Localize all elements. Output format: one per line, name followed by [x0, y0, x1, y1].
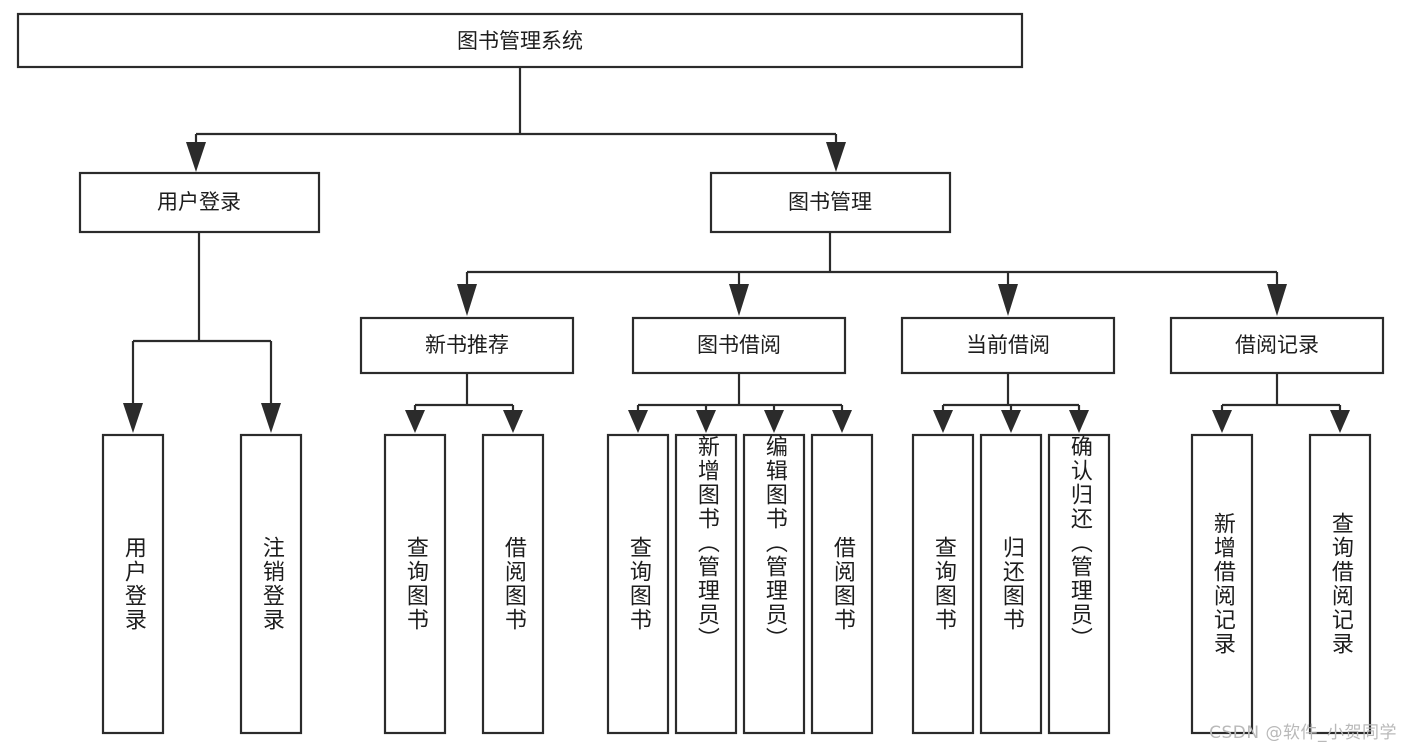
- arrow-head-icon: [1001, 410, 1021, 433]
- arrow-head-icon: [696, 410, 716, 433]
- arrow-head-icon: [628, 410, 648, 433]
- node-book-manage[interactable]: 图书管理: [709, 171, 952, 234]
- connector-book-borrow-to-leaves: [628, 373, 852, 433]
- arrow-head-icon: [405, 410, 425, 433]
- leaf-box-query-book-2[interactable]: [606, 433, 670, 735]
- arrow-head-icon: [1212, 410, 1232, 433]
- csdn-watermark: CSDN @软件_小贺同学: [1209, 723, 1397, 743]
- arrow-head-icon: [729, 284, 749, 316]
- leaf-box-return-book[interactable]: [979, 433, 1043, 735]
- root-box: [16, 12, 1024, 69]
- leaf-box-confirm-return[interactable]: [1047, 433, 1111, 735]
- arrow-head-icon: [933, 410, 953, 433]
- leaf-box-borrow-book-1[interactable]: [481, 433, 545, 735]
- arrow-head-icon: [826, 142, 846, 172]
- arrow-head-icon: [457, 284, 477, 316]
- arrow-head-icon: [1069, 410, 1089, 433]
- node-book-borrow[interactable]: 图书借阅: [631, 316, 847, 375]
- arrow-head-icon: [1267, 284, 1287, 316]
- connector-root-to-level2: [186, 67, 846, 172]
- connector-new-book-recommend-to-leaves: [405, 373, 523, 433]
- book-borrow-label: 图书借阅: [697, 333, 781, 357]
- new-book-recommend-box: [359, 316, 575, 375]
- node-borrow-record[interactable]: 借阅记录: [1169, 316, 1385, 375]
- arrow-head-icon: [261, 403, 281, 433]
- leaf-box-query-book-1[interactable]: [383, 433, 447, 735]
- connector-user-login-to-leaves: [123, 232, 281, 433]
- node-user-login[interactable]: 用户登录: [78, 171, 321, 234]
- current-borrow-label: 当前借阅: [966, 333, 1050, 357]
- leaf-box-edit-book[interactable]: [742, 433, 806, 735]
- book-manage-label: 图书管理: [788, 190, 872, 214]
- leaf-box-query-record[interactable]: [1308, 433, 1372, 735]
- connector-borrow-record-to-leaves: [1212, 373, 1350, 433]
- node-current-borrow[interactable]: 当前借阅: [900, 316, 1116, 375]
- node-root[interactable]: 图书管理系统: [16, 12, 1024, 69]
- leaf-box-user-logout[interactable]: [239, 433, 303, 735]
- borrow-record-label: 借阅记录: [1235, 333, 1319, 357]
- leaf-box-add-book[interactable]: [674, 433, 738, 735]
- node-new-book-recommend[interactable]: 新书推荐: [359, 316, 575, 375]
- arrow-head-icon: [503, 410, 523, 433]
- leaf-box-borrow-book-2[interactable]: [810, 433, 874, 735]
- arrow-head-icon: [186, 142, 206, 172]
- leaf-box-add-record[interactable]: [1190, 433, 1254, 735]
- root-label: 图书管理系统: [457, 29, 583, 53]
- arrow-head-icon: [764, 410, 784, 433]
- connector-current-borrow-to-leaves: [933, 373, 1089, 433]
- arrow-head-icon: [1330, 410, 1350, 433]
- arrow-head-icon: [832, 410, 852, 433]
- user-login-label: 用户登录: [157, 190, 241, 214]
- arrow-head-icon: [998, 284, 1018, 316]
- user-login-box: [78, 171, 321, 234]
- current-borrow-box: [900, 316, 1116, 375]
- arrow-head-icon: [123, 403, 143, 433]
- leaf-box-user-login[interactable]: [101, 433, 165, 735]
- leaf-box-query-book-3[interactable]: [911, 433, 975, 735]
- connector-book-manage-to-level3: [457, 232, 1287, 316]
- new-book-recommend-label: 新书推荐: [425, 333, 509, 357]
